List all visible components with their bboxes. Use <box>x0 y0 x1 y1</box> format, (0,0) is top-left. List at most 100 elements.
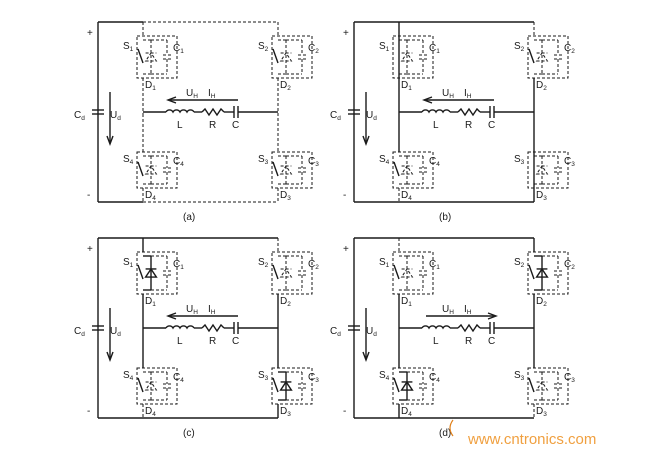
s4-diode-label-base: D <box>145 406 152 417</box>
uh-label: UH <box>442 88 454 100</box>
uh-label-subscript: H <box>449 309 454 316</box>
s2-cap-label-base: C <box>564 259 571 270</box>
s3-switch-label-subscript: 3 <box>521 375 525 382</box>
s4-cap-label-base: C <box>173 156 180 167</box>
s1-diode-label-base: D <box>401 80 408 91</box>
s3-switch-label: S3 <box>258 370 269 382</box>
s1-cap-label-base: C <box>429 43 436 54</box>
s3-cap-label: C3 <box>564 372 575 384</box>
minus-sign: - <box>87 406 90 417</box>
s3-diode-label-base: D <box>280 406 287 417</box>
ud-label: Ud <box>366 326 377 338</box>
s4-cap-label-base: C <box>429 372 436 383</box>
s3-cap-label-base: C <box>308 156 315 167</box>
s2-diode-label-subscript: 2 <box>287 85 291 92</box>
s3-diode-triangle <box>535 165 549 175</box>
s1-diode-label-subscript: 1 <box>152 85 156 92</box>
s2-cap-label: C2 <box>308 259 319 271</box>
s3-switch-label-base: S <box>258 154 265 165</box>
load-cap-label: C <box>488 120 495 131</box>
ih-label-subscript: H <box>211 93 216 100</box>
ud-label-subscript: d <box>117 115 121 122</box>
s4-diode-label-base: D <box>145 190 152 201</box>
s4-diode-triangle <box>144 165 158 175</box>
s1-cap-label: C1 <box>429 43 440 55</box>
s1-cap-label-base: C <box>429 259 436 270</box>
s2-cap-label: C2 <box>308 43 319 55</box>
s3-switch-label-base: S <box>514 154 521 165</box>
load-cap-label: C <box>232 336 239 347</box>
s1-switch-label-base: S <box>379 257 386 268</box>
s4-switch-label: S4 <box>379 370 390 382</box>
inductor-coil <box>421 325 451 330</box>
s3-cap-label-subscript: 3 <box>315 377 319 384</box>
plus-sign: + <box>87 244 93 255</box>
ih-label-base: I <box>208 304 211 315</box>
cd-label: Cd <box>330 110 341 122</box>
cd-label: Cd <box>74 326 85 338</box>
watermark-text: www.cntronics.com <box>467 431 596 448</box>
inductor-label: L <box>177 120 183 131</box>
s1-diode-label-subscript: 1 <box>408 301 412 308</box>
current-arrow-head <box>166 312 177 320</box>
resistor-zigzag <box>457 323 481 333</box>
uh-label-base: U <box>186 88 193 99</box>
load-cap-label: C <box>488 336 495 347</box>
s3-diode-label: D3 <box>536 406 547 418</box>
s4-switch-blade <box>137 161 144 177</box>
s4-switch-blade <box>393 377 400 393</box>
s3-switch-blade <box>528 377 535 393</box>
minus-sign: - <box>87 190 90 201</box>
s1-switch-label: S1 <box>123 257 134 269</box>
s2-switch-label: S2 <box>514 41 525 53</box>
s1-cap-label: C1 <box>173 43 184 55</box>
s1-cap-label-subscript: 1 <box>436 48 440 55</box>
cd-label-subscript: d <box>81 331 85 338</box>
uh-label-base: U <box>186 304 193 315</box>
s3-enclosure <box>271 367 313 405</box>
uh-label: UH <box>186 304 198 316</box>
s4-enclosure <box>392 151 434 189</box>
inductor-coil <box>165 325 195 330</box>
ud-label: Ud <box>110 326 121 338</box>
s1-enclosure <box>392 251 434 295</box>
ih-label-subscript: H <box>467 93 472 100</box>
s2-diode-label: D2 <box>536 296 547 308</box>
s3-switch-blade <box>272 161 279 177</box>
uh-label-subscript: H <box>193 309 198 316</box>
cd-label-base: C <box>330 110 337 121</box>
s2-cap-label-subscript: 2 <box>571 264 575 271</box>
s1-switch-label-subscript: 1 <box>130 262 134 269</box>
s2-diode-label: D2 <box>280 296 291 308</box>
s2-switch-label: S2 <box>514 257 525 269</box>
s1-switch-blade <box>137 48 144 64</box>
s4-diode-label-base: D <box>401 406 408 417</box>
resistor-zigzag <box>201 323 225 333</box>
s4-switch-label-subscript: 4 <box>130 159 134 166</box>
s2-enclosure <box>527 35 569 79</box>
s2-switch-label-base: S <box>514 41 521 52</box>
s3-cap-label-subscript: 3 <box>315 161 319 168</box>
load-cap-label: C <box>232 120 239 131</box>
s4-diode-label-subscript: 4 <box>408 411 412 418</box>
s4-enclosure <box>392 367 434 405</box>
ud-arrow-head <box>362 351 370 362</box>
cd-label: Cd <box>330 326 341 338</box>
cd-label: Cd <box>74 110 85 122</box>
s4-switch-label-base: S <box>379 154 386 165</box>
s1-diode-label: D1 <box>401 80 412 92</box>
s1-switch-label: S1 <box>379 41 390 53</box>
s3-diode-label-base: D <box>536 190 543 201</box>
ud-label: Ud <box>366 110 377 122</box>
s4-diode-label: D4 <box>145 190 156 202</box>
s1-cap-label: C1 <box>173 259 184 271</box>
s4-switch-label-base: S <box>123 370 130 381</box>
s1-cap-label-base: C <box>173 43 180 54</box>
ud-label-base: U <box>366 326 373 337</box>
s2-switch-label-base: S <box>514 257 521 268</box>
s3-cap-label-base: C <box>564 372 571 383</box>
plus-sign: + <box>87 28 93 39</box>
